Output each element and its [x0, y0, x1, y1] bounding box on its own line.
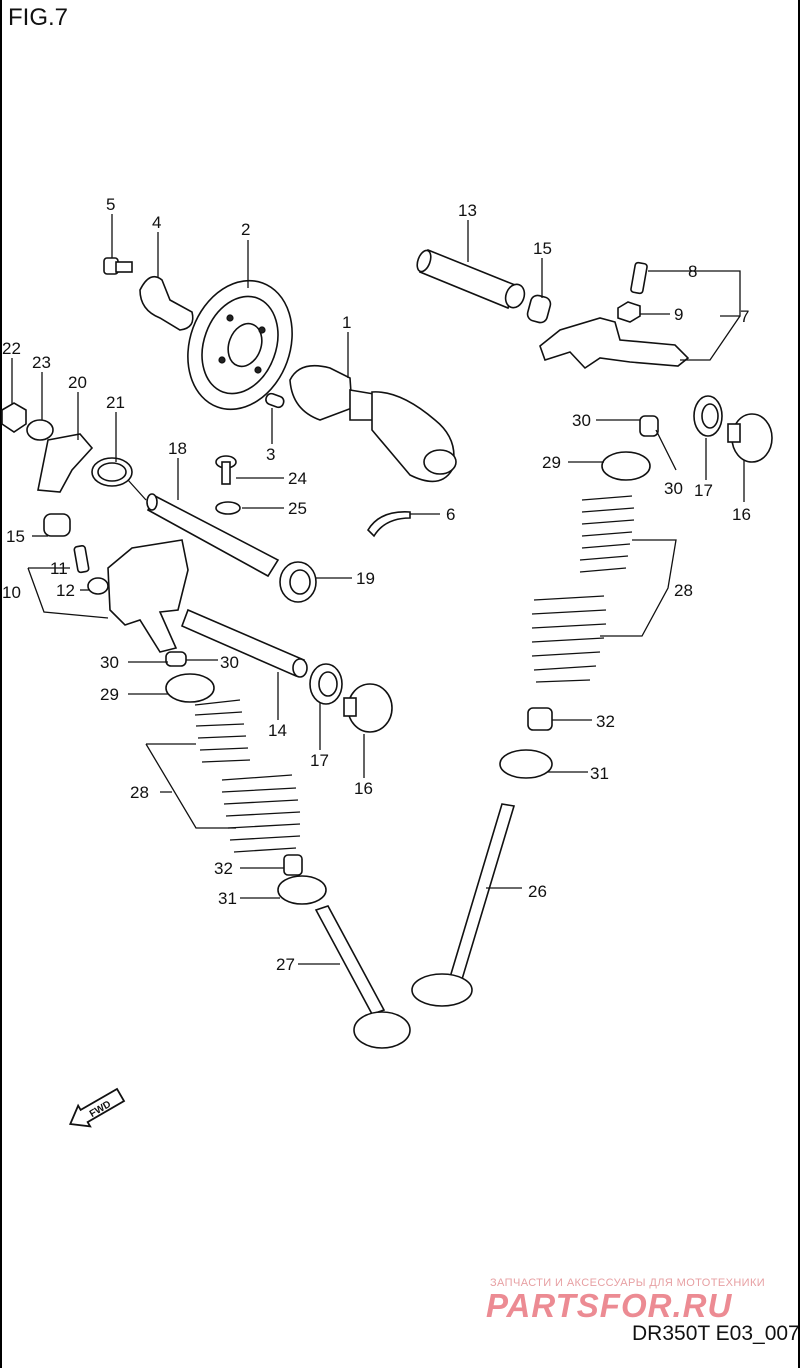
fwd-arrow-icon: FWD [68, 1087, 126, 1128]
label-25: 25 [288, 499, 307, 518]
label-16-left: 16 [354, 779, 373, 798]
label-30-d: 30 [664, 479, 683, 498]
watermark-tagline: ЗАПЧАСТИ И АКСЕССУАРЫ ДЛЯ МОТОТЕХНИКИ [490, 1277, 766, 1289]
label-32-right: 32 [596, 712, 615, 731]
fwd-label: FWD [88, 1099, 113, 1120]
label-2: 2 [241, 220, 250, 239]
label-9: 9 [674, 305, 683, 324]
label-28-left: 28 [130, 783, 149, 802]
part-rocker-arm-10 [107, 539, 189, 653]
part-valve-seal-32-right [527, 707, 553, 731]
part-cotter-30-left [165, 651, 187, 667]
label-17-right: 17 [694, 481, 713, 500]
part-adjust-screw-8 [630, 261, 648, 295]
part-gasket-15-left [43, 513, 71, 537]
label-26: 26 [528, 882, 547, 901]
label-7: 7 [740, 307, 749, 326]
part-washer-25 [215, 501, 241, 515]
label-19: 19 [356, 569, 375, 588]
part-spring-seat-31-right [499, 749, 553, 779]
part-camshaft-1 [289, 364, 457, 483]
label-8: 8 [688, 262, 697, 281]
label-32-left: 32 [214, 859, 233, 878]
label-24: 24 [288, 469, 307, 488]
part-rocker-shaft-18 [146, 493, 280, 578]
part-seal-17-right [693, 395, 723, 437]
part-clip-6 [366, 511, 411, 538]
part-valve-26 [411, 803, 516, 1007]
part-springs-28-right [531, 495, 635, 683]
label-12: 12 [56, 581, 75, 600]
label-1: 1 [342, 313, 351, 332]
label-17-left: 17 [310, 751, 329, 770]
part-seal-17-left [309, 663, 343, 705]
part-cap-16-left [343, 683, 393, 733]
label-23: 23 [32, 353, 51, 372]
label-31-left: 31 [218, 889, 237, 908]
part-retainer-29-right [601, 451, 651, 481]
label-30-a: 30 [100, 653, 119, 672]
label-31-right: 31 [590, 764, 609, 783]
label-29-left: 29 [100, 685, 119, 704]
part-pin-3 [265, 392, 285, 409]
part-bolt-24 [215, 455, 237, 485]
label-15-right: 15 [533, 239, 552, 258]
part-nut-12 [87, 577, 109, 595]
part-valve-seal-32-left [283, 854, 303, 876]
leader-lines [11, 214, 745, 965]
part-gasket-15-right [526, 294, 552, 324]
part-cotter-30-right [639, 415, 659, 437]
label-10: 10 [2, 583, 21, 602]
part-shaft-14 [180, 608, 308, 678]
part-labels: 5 4 2 1 3 6 13 15 8 7 9 22 23 20 21 18 2… [2, 195, 751, 974]
part-rocker-shaft-13 [416, 248, 526, 310]
label-18: 18 [168, 439, 187, 458]
diagram-code: DR350T E03_007 [632, 1322, 800, 1345]
part-sprocket-2 [187, 279, 293, 411]
figure-title: FIG.7 [8, 4, 69, 31]
label-16-right: 16 [732, 505, 751, 524]
part-seal-19 [279, 561, 317, 603]
part-torsion-spring-21 [91, 457, 147, 501]
part-springs-28-left [194, 699, 301, 853]
part-plate-20 [37, 433, 94, 493]
label-30-c: 30 [572, 411, 591, 430]
part-adjust-screw-11 [73, 545, 90, 574]
label-15-left: 15 [6, 527, 25, 546]
label-6: 6 [446, 505, 455, 524]
label-28-right: 28 [674, 581, 693, 600]
part-rocker-arm-7 [539, 317, 690, 370]
label-22: 22 [2, 339, 21, 358]
label-11: 11 [50, 559, 68, 578]
label-21: 21 [106, 393, 125, 412]
part-cap-16-right [727, 413, 773, 463]
part-bracket-4 [139, 275, 194, 331]
label-3: 3 [266, 445, 275, 464]
label-30-b: 30 [220, 653, 239, 672]
label-29-right: 29 [542, 453, 561, 472]
part-retainer-29-left [165, 673, 215, 703]
part-valve-27 [314, 905, 411, 1049]
label-13: 13 [458, 201, 477, 220]
label-5: 5 [106, 195, 115, 214]
part-spring-seat-31-left [277, 875, 327, 905]
label-27: 27 [276, 955, 295, 974]
label-20: 20 [68, 373, 87, 392]
part-bolt-5 [103, 257, 133, 275]
watermark-logo: PARTSFOR.RU [486, 1287, 733, 1324]
part-washer-23 [26, 419, 54, 441]
label-14: 14 [268, 721, 287, 740]
part-nut-9 [617, 301, 641, 323]
part-nut-22 [1, 402, 27, 433]
label-4: 4 [152, 213, 161, 232]
